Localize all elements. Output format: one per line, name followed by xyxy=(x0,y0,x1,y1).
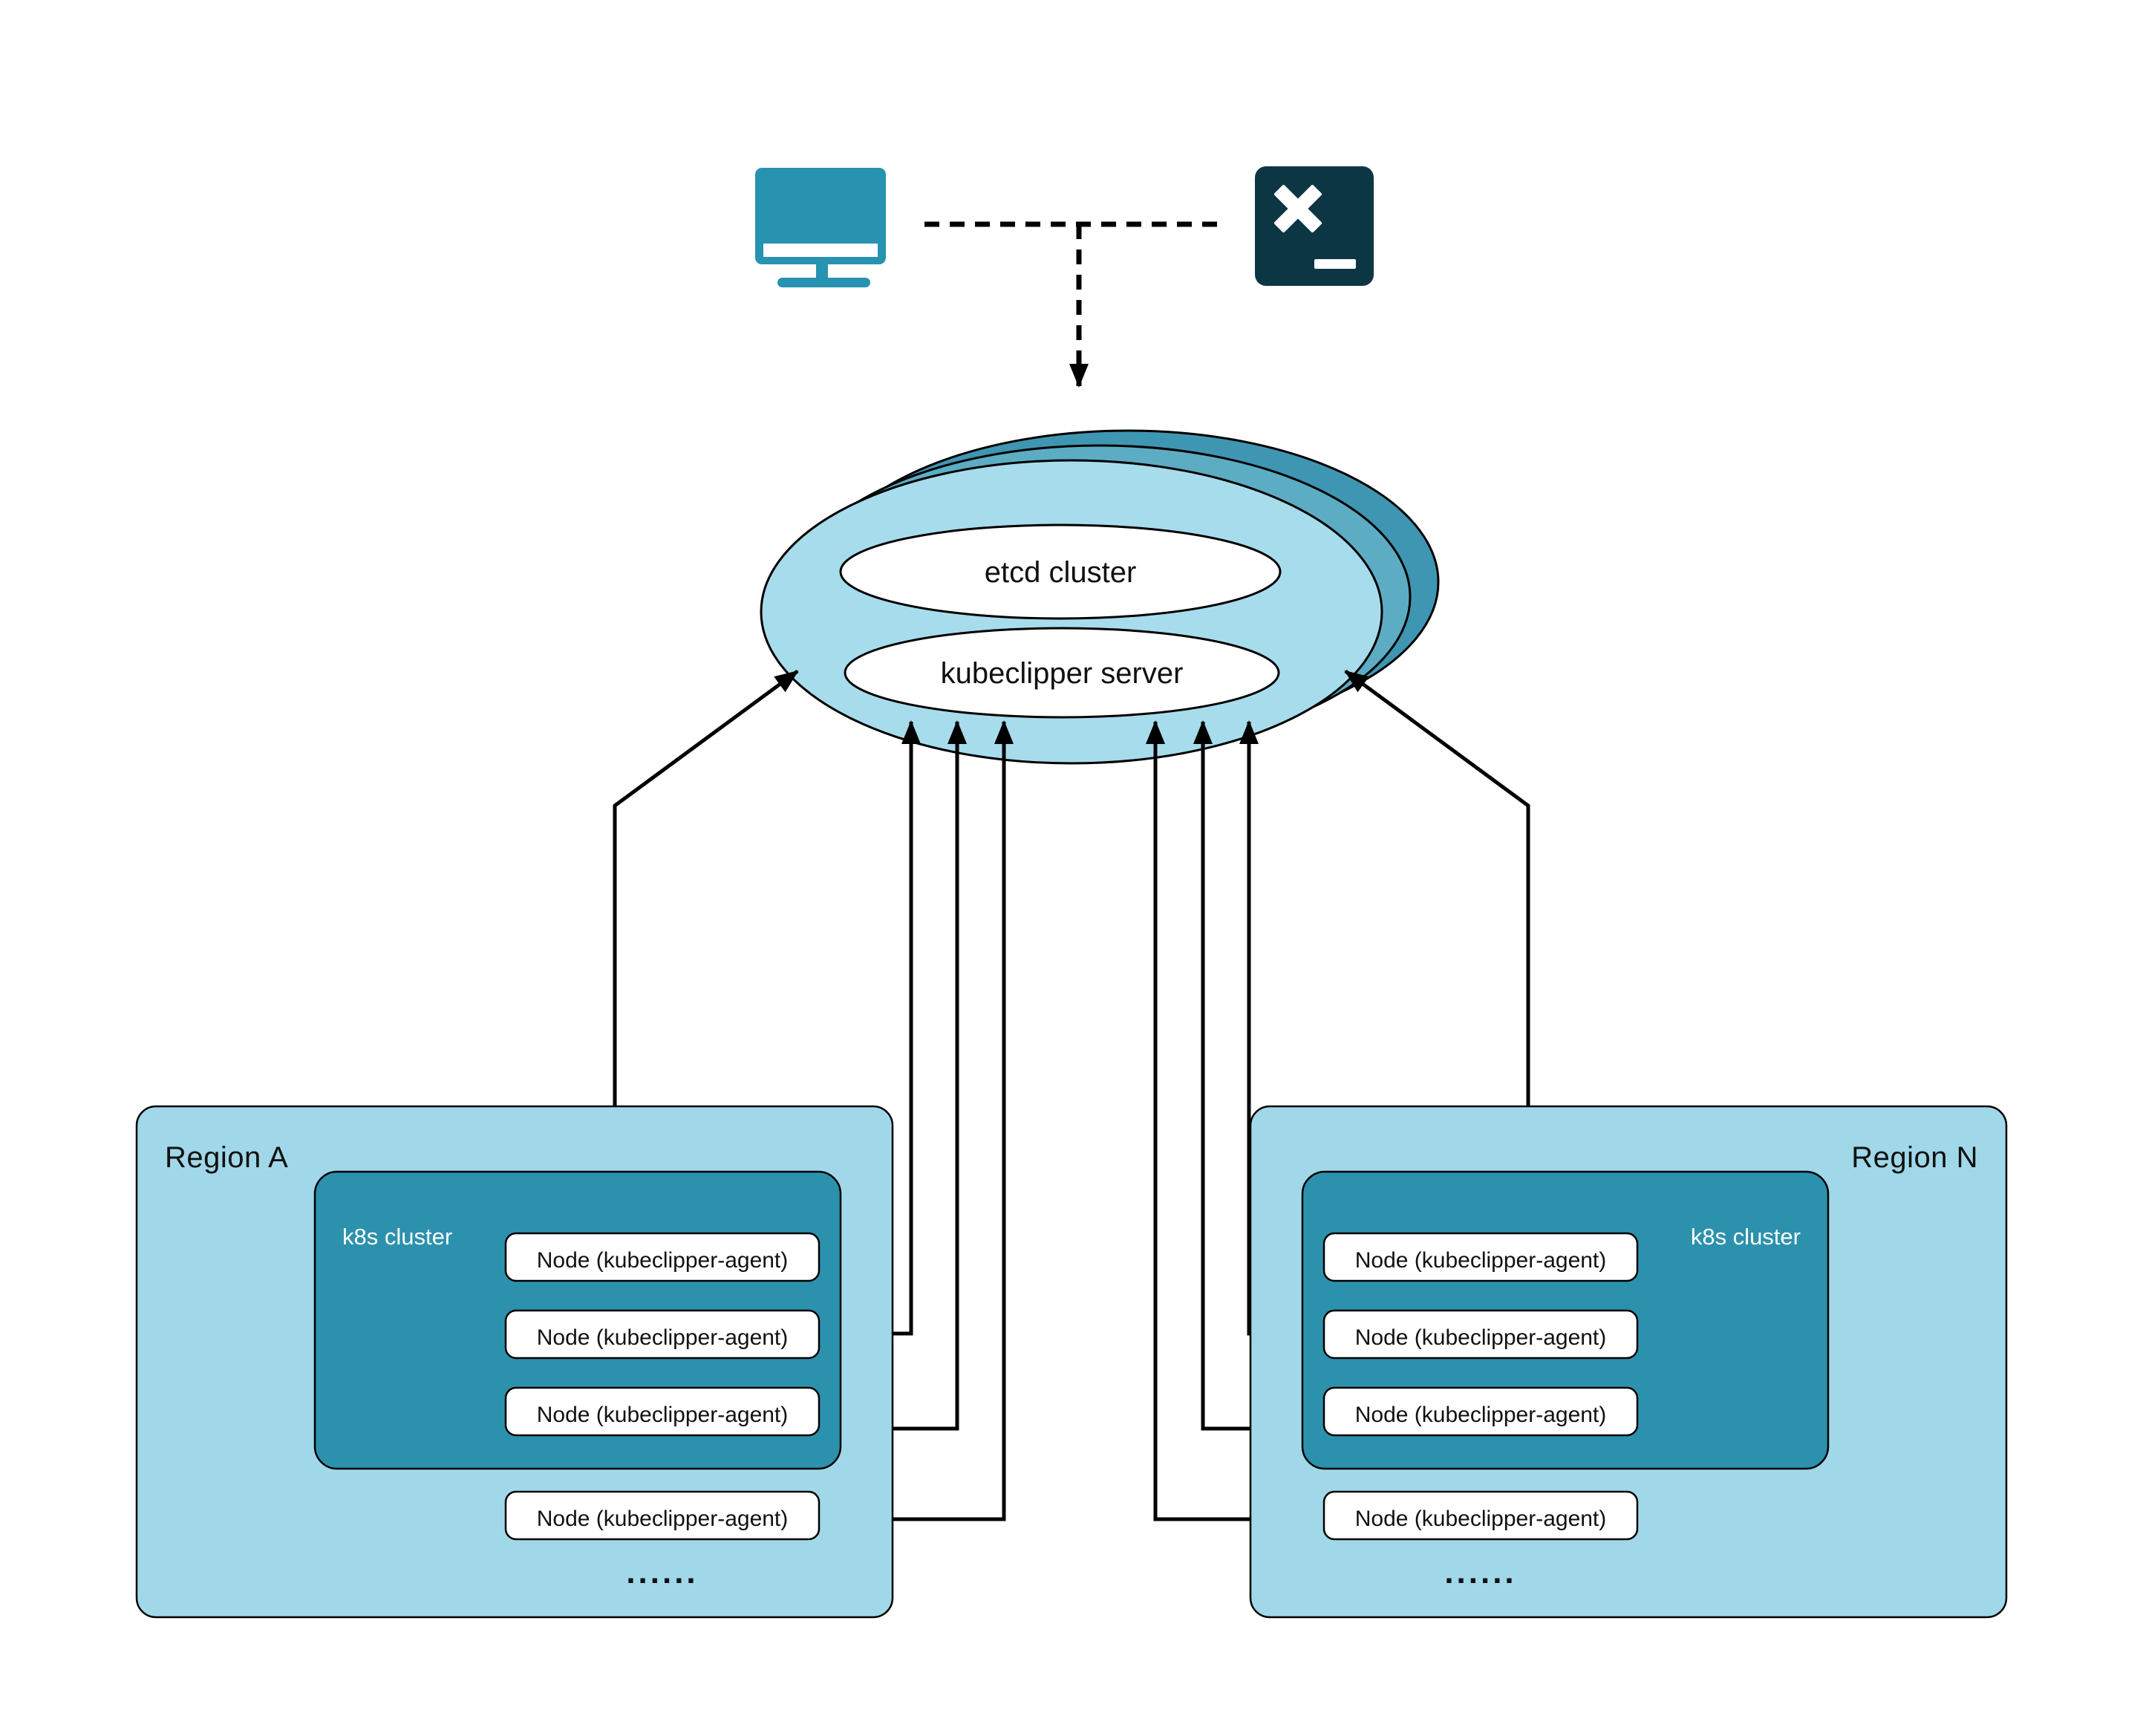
region-n-node-1 xyxy=(1322,1232,1639,1282)
region-n-k8s-label: k8s cluster xyxy=(1691,1224,1801,1250)
region-a-node-3 xyxy=(504,1386,821,1437)
arrow-region-a-node1 xyxy=(605,669,799,1237)
region-n-label: Region N xyxy=(1851,1141,1978,1174)
region-a-node-1-label: Node (kubeclipper-agent) xyxy=(537,1248,789,1273)
kubeclipper-server-ellipse xyxy=(844,627,1280,719)
region-n-node-2-label: Node (kubeclipper-agent) xyxy=(1355,1325,1607,1350)
region-a-node-4 xyxy=(504,1490,821,1541)
region-n-node-3 xyxy=(1322,1386,1639,1437)
region-a-node-2-label: Node (kubeclipper-agent) xyxy=(537,1325,789,1350)
region-n-node-4 xyxy=(1322,1490,1639,1541)
region-n-node-2 xyxy=(1322,1309,1639,1360)
kubeclipper-server-label: kubeclipper server xyxy=(941,657,1184,690)
region-a-node-2 xyxy=(504,1309,821,1360)
region-n-node-4-label: Node (kubeclipper-agent) xyxy=(1355,1507,1607,1531)
region-a-k8s-label: k8s cluster xyxy=(342,1224,452,1250)
terminal-icon xyxy=(1255,166,1374,286)
region-a-ellipsis: ...... xyxy=(626,1554,698,1590)
monitor-screen-bar xyxy=(763,244,878,257)
region-n-ellipsis: ...... xyxy=(1444,1554,1516,1590)
monitor-stand-neck xyxy=(816,263,828,281)
region-a-node-1 xyxy=(504,1232,821,1282)
terminal-underscore-glyph xyxy=(1314,259,1356,269)
monitor-stand-base xyxy=(777,278,870,287)
x-bar-2 xyxy=(1273,184,1322,233)
region-n: Region N k8s cluster Node (kubeclipper-a… xyxy=(1249,1105,2008,1619)
region-a: Region A k8s cluster Node (kubeclipper-a… xyxy=(135,1105,894,1619)
etcd-cluster-label: etcd cluster xyxy=(985,556,1137,589)
terminal-x-glyph xyxy=(1273,184,1322,233)
arrow-region-n-node1 xyxy=(1344,669,1538,1237)
region-a-node-4-label: Node (kubeclipper-agent) xyxy=(537,1507,789,1531)
region-a-node-3-label: Node (kubeclipper-agent) xyxy=(537,1403,789,1427)
etcd-cluster-ellipse xyxy=(839,523,1282,620)
monitor-icon xyxy=(755,168,886,287)
region-n-node-1-label: Node (kubeclipper-agent) xyxy=(1355,1248,1607,1273)
region-n-node-3-label: Node (kubeclipper-agent) xyxy=(1355,1403,1607,1427)
region-a-label: Region A xyxy=(165,1141,288,1174)
monitor-screen xyxy=(755,168,886,264)
